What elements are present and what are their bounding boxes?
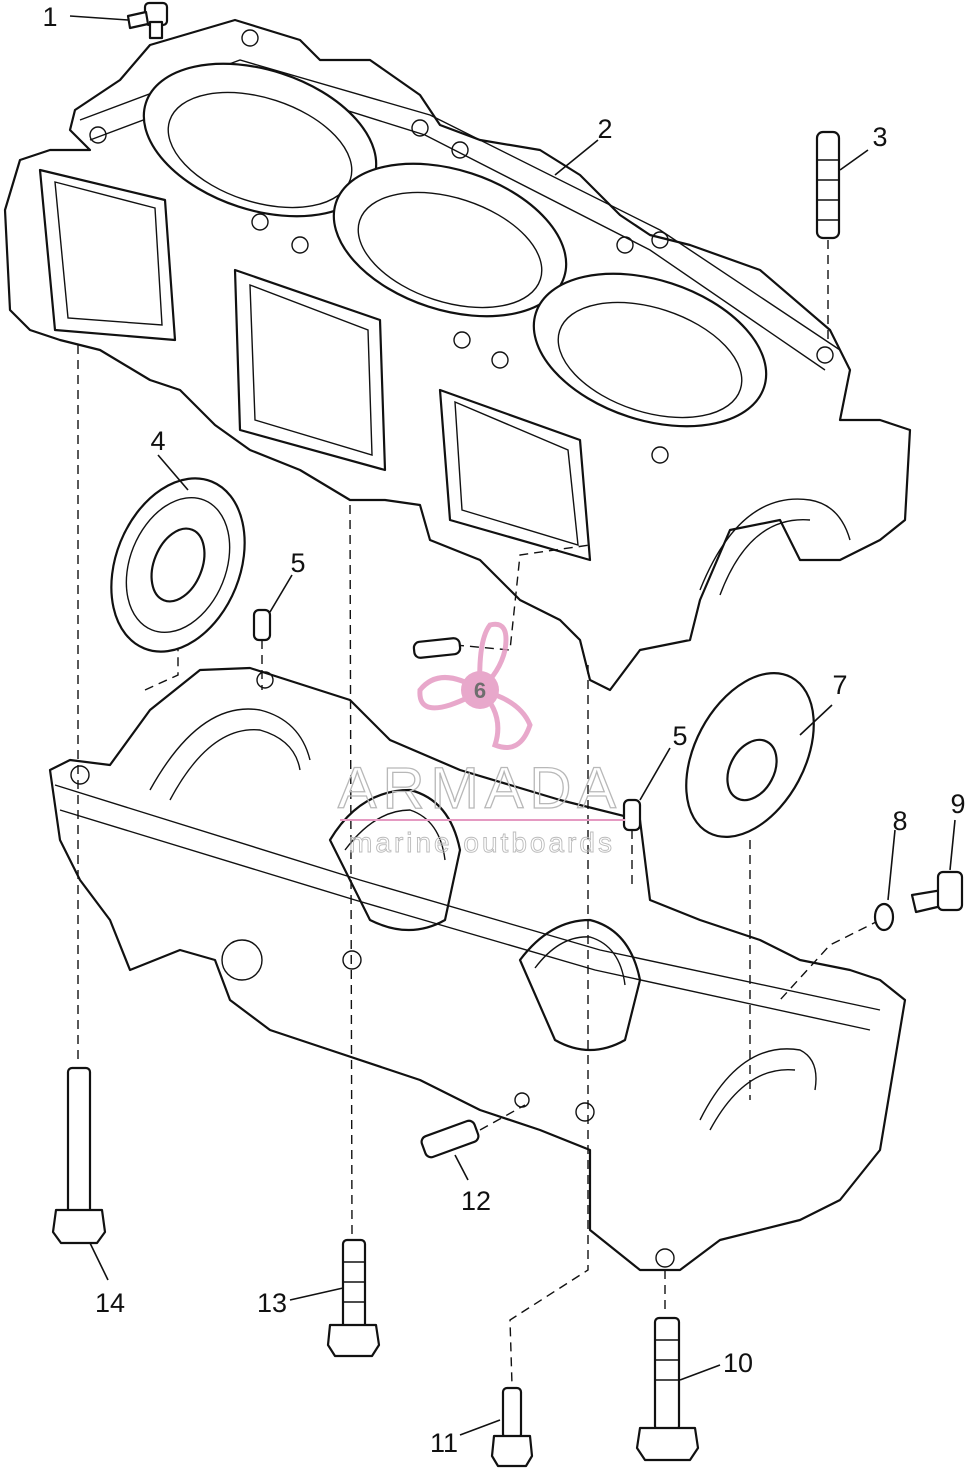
washer-part-8 [873, 902, 895, 932]
callout-1: 1 [42, 2, 57, 32]
callout-5-upper: 5 [290, 548, 305, 578]
pin-part-6 [412, 637, 462, 659]
watermark-tagline: marine outboards [349, 827, 615, 858]
sleeve-part-12 [420, 1119, 480, 1159]
upper-crankcase [3, 18, 912, 692]
logo-number: 6 [474, 678, 486, 703]
lower-crankcase [48, 666, 907, 1272]
callout-8: 8 [892, 806, 907, 836]
callout-13: 13 [257, 1288, 287, 1318]
brand-watermark: 6 ARMADA marine outboards [337, 621, 625, 858]
callout-labels: 1 2 3 4 5 5 7 8 9 10 11 12 13 14 [42, 2, 965, 1458]
callout-2: 2 [597, 114, 612, 144]
callout-7: 7 [832, 670, 847, 700]
bolt-part-11 [490, 1386, 534, 1468]
callout-14: 14 [95, 1288, 125, 1318]
seal-ring-part-7 [685, 672, 815, 838]
callout-9: 9 [950, 789, 965, 819]
assembly-lines [77, 240, 881, 1386]
dowel-pin-part-5a [252, 608, 272, 642]
propeller-logo-icon: 6 [417, 621, 533, 750]
callout-12: 12 [461, 1186, 491, 1216]
callout-4: 4 [150, 426, 165, 456]
bolt-part-14 [51, 1066, 107, 1245]
callout-5-lower: 5 [672, 721, 687, 751]
leader-lines [69, 15, 956, 1436]
bolt-part-13 [326, 1238, 381, 1358]
callout-10: 10 [723, 1348, 753, 1378]
bolt-part-9 [910, 870, 964, 914]
callout-3: 3 [872, 122, 887, 152]
callout-11: 11 [430, 1428, 458, 1458]
watermark-brand: ARMADA [338, 756, 622, 821]
dowel-pin-part-5b [622, 798, 642, 832]
stud-part-3 [815, 130, 841, 240]
bolt-part-10 [635, 1316, 700, 1462]
oil-seal-part-4 [110, 477, 246, 653]
fitting-part-1 [126, 1, 169, 40]
